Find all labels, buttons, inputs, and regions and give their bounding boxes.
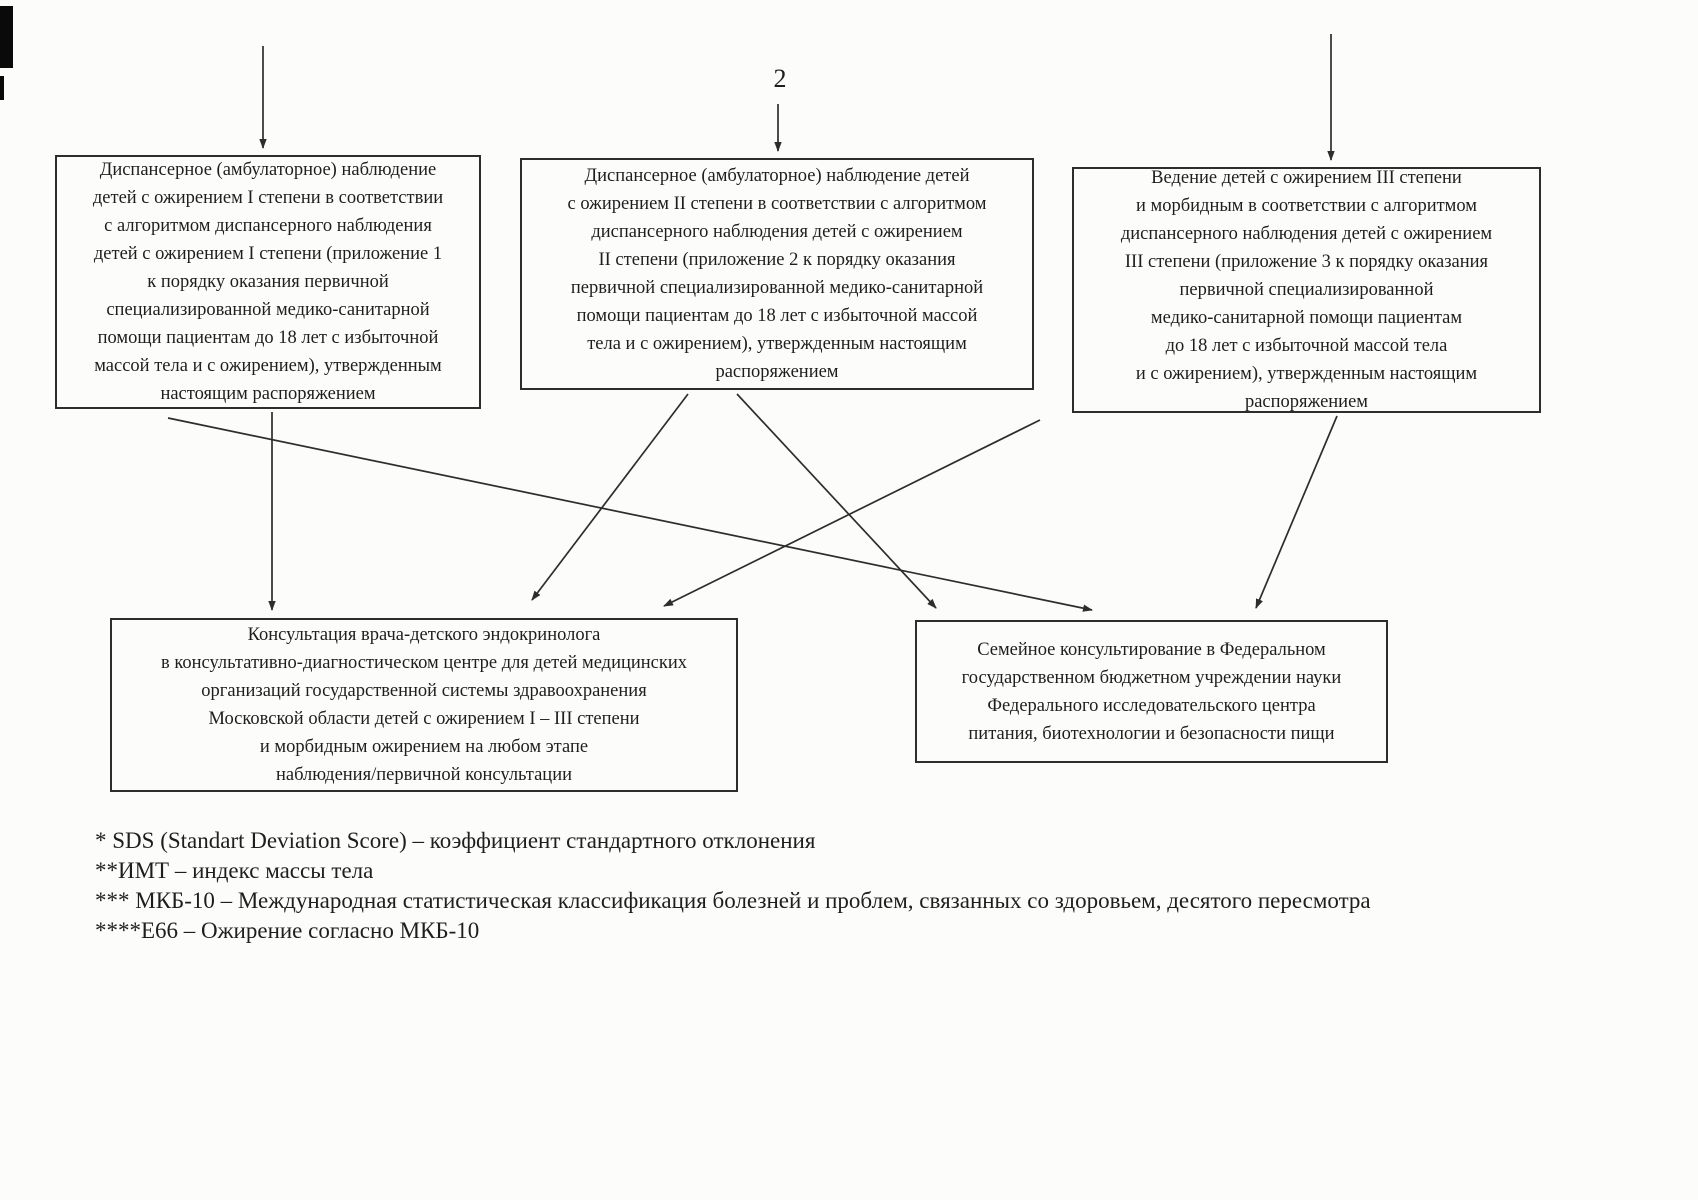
box-family-counseling: Семейное консультирование в Федеральном … — [915, 620, 1388, 763]
footnote-mkb10: *** МКБ-10 – Международная статистическа… — [95, 888, 1371, 913]
box-endocrinologist-consultation: Консультация врача-детского эндокринолог… — [110, 618, 738, 792]
arrow-box1-to-family-counseling — [167, 417, 1093, 612]
footnote-sds: * SDS (Standart Deviation Score) – коэфф… — [95, 828, 816, 853]
box-dispensary-observation-degree-1: Диспансерное (амбулаторное) наблюдение д… — [55, 155, 481, 409]
arrow-box3-to-family-counseling — [1255, 415, 1338, 609]
box-text: Ведение детей с ожирением III степени и … — [1120, 168, 1493, 412]
box-text: Диспансерное (амбулаторное) наблюдение д… — [567, 166, 987, 382]
arrow-box2-to-endocrinologist — [531, 393, 689, 601]
box-text: Семейное консультирование в Федеральном … — [961, 639, 1342, 744]
footnote-imt: **ИМТ – индекс массы тела — [95, 858, 374, 883]
box-management-degree-3: Ведение детей с ожирением III степени и … — [1072, 167, 1541, 413]
box-dispensary-observation-degree-2: Диспансерное (амбулаторное) наблюдение д… — [520, 158, 1034, 390]
footnote-e66: ****Е66 – Ожирение согласно МКБ-10 — [95, 918, 480, 943]
footnotes: * SDS (Standart Deviation Score) – коэфф… — [95, 826, 1385, 946]
scan-artifact — [0, 6, 13, 68]
arrow-box3-to-endocrinologist — [663, 419, 1041, 607]
box-text: Консультация врача-детского эндокринолог… — [160, 625, 688, 785]
scan-artifact — [0, 76, 4, 100]
arrow-box2-to-family-counseling — [736, 393, 937, 609]
page-number: 2 — [773, 64, 787, 93]
box-text: Диспансерное (амбулаторное) наблюдение д… — [92, 160, 444, 404]
